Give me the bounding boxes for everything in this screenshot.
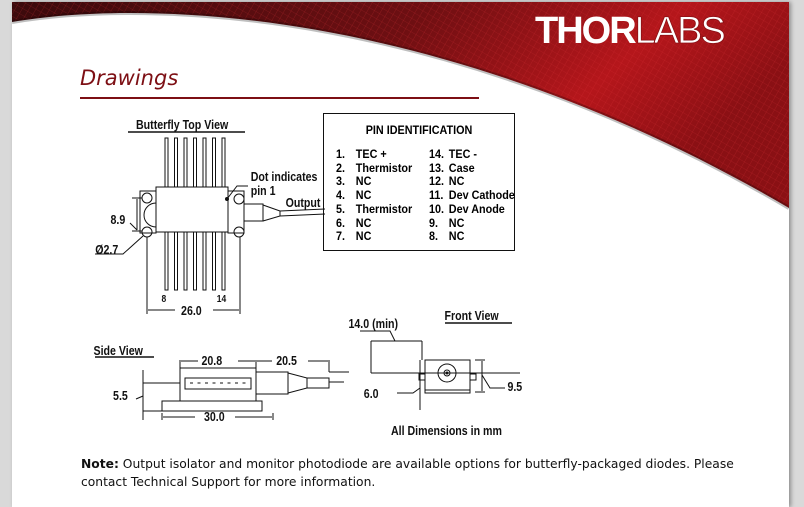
lead-pin [174,137,178,188]
pin-row: 9. NC [429,215,515,231]
dim-14-min: 14.0 (min) [349,317,399,331]
lead-pin [212,137,216,188]
dim-20-8: 20.8 [201,354,222,368]
pin-row: 10.Dev Anode [429,201,515,217]
top-view-drawing [95,131,326,314]
pin-function: NC [355,188,372,203]
pin-number: 2. [336,160,346,175]
pin-function: Dev Cathode [448,188,515,203]
pin-row: 6. NC [336,215,412,231]
lead-pin [212,231,216,291]
front-view-drawing [360,322,520,410]
pin-number: 14. [429,147,445,161]
pin-number: 4. [336,188,346,203]
pin-row: 14.TEC - [429,147,515,162]
pin-number: 5. [336,201,346,216]
pin-function: Case [448,160,475,175]
pin-function: TEC + [355,147,387,161]
pin-row: 4. NC [336,188,412,203]
pin-number: 11. [429,188,444,203]
section-title: Drawings [80,66,179,90]
note-label: Note: [81,457,119,471]
pin-function: NC [355,174,372,189]
dim-26-0: 26.0 [181,304,202,318]
pin-function: NC [448,215,465,230]
pin-8-label: 8 [162,293,167,304]
lead-pin [183,137,188,188]
lead-pin [202,137,207,188]
dim-30-0: 30.0 [204,410,225,424]
document-page: THORLABS [12,2,789,507]
pin-row: 1. TEC + [336,147,412,162]
dot-note-line1: Dot indicates [251,170,318,184]
front-view-title: Front View [445,309,500,323]
thorlabs-logo: THORLABS [535,10,726,53]
pin-function: NC [355,215,372,230]
dim-9-5: 9.5 [507,380,522,394]
pin-function: Thermistor [355,160,413,175]
lead-pin [193,137,197,188]
pin-number: 10. [429,201,445,216]
pin-number: 8. [429,229,439,244]
dim-6-0: 6.0 [364,387,379,401]
dim-5-5: 5.5 [113,389,128,403]
pin-number: 9. [429,215,439,230]
pin-number: 6. [336,215,346,230]
lead-pin [193,231,197,291]
lead-pin [221,137,226,188]
pin-function: Thermistor [355,201,413,216]
dim-hole: Ø2.7 [95,243,118,257]
side-view-title: Side View [94,344,144,358]
dim-8-9: 8.9 [111,213,126,227]
pin-number: 7. [336,229,346,244]
note-text: Output isolator and monitor photodiode a… [81,457,734,489]
pin-number: 1. [336,147,346,161]
pin-number: 12. [429,174,445,189]
pin-row: 3. NC [336,175,412,189]
pin-row: 7. NC [336,230,412,244]
dot-note-line2: pin 1 [251,184,276,198]
pin-row: 12.NC [429,175,515,189]
pin-row: 11. Dev Cathode [429,188,515,203]
header-banner [12,2,789,210]
pin-function: NC [355,229,372,244]
pin-function: NC [448,229,465,244]
pin-row: 5. Thermistor [336,201,413,217]
pin-14-label: 14 [217,293,227,304]
units-note: All Dimensions in mm [391,424,502,438]
lead-pin [174,231,178,291]
output-label: Output [286,196,321,210]
lead-pin [164,231,169,291]
pin-number: 13. [429,160,445,175]
lead-pin [221,231,226,291]
footnote: Note: Output isolator and monitor photod… [81,455,741,491]
pin-row: 2. Thermistor [336,160,413,176]
pin-function: Dev Anode [448,201,505,216]
dim-20-5: 20.5 [276,354,297,368]
lead-pin [202,231,207,291]
title-underline [80,97,479,99]
pin-row: 8. NC [429,230,515,244]
pin-function: TEC - [448,147,478,161]
pin-number: 3. [336,174,346,189]
top-view-title: Butterfly Top View [136,118,229,132]
lead-pin [164,137,169,188]
side-view-drawing [95,356,349,420]
lead-pin [183,231,188,291]
pin-table-title: PIN IDENTIFICATION [365,123,473,137]
pin-function: NC [448,174,465,189]
pin-row: 13.Case [429,160,515,176]
